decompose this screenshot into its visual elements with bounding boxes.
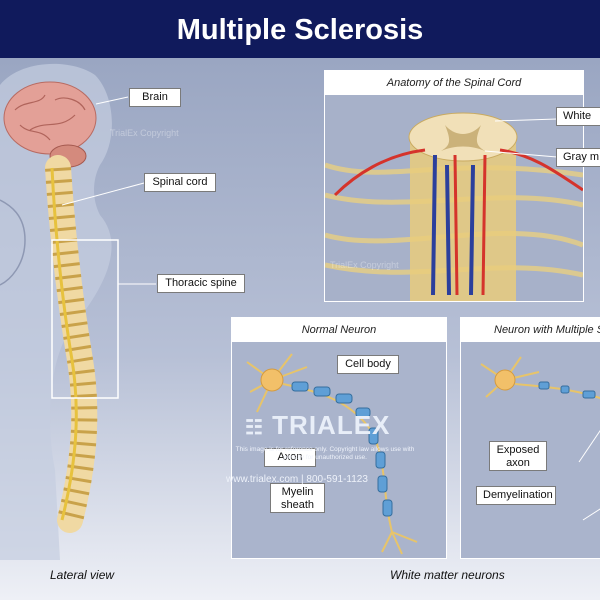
thoracic-spine-label: Thoracic spine (157, 274, 245, 293)
white-matter-label: White (556, 107, 600, 126)
page-title: Multiple Sclerosis (176, 14, 424, 46)
watermark-contact: www.trialex.com | 800-591-1123 (226, 474, 368, 485)
lateral-view-caption: Lateral view (50, 568, 115, 582)
brain-shape (3, 81, 97, 155)
myelin-segments (291, 381, 393, 517)
thoracic-highlight-box (51, 239, 119, 399)
back-outline (0, 199, 26, 286)
spinal-cord-label: Spinal cord (144, 173, 216, 192)
watermark-brand: TRIALEX (272, 410, 391, 440)
ms-neuron-panel: Neuron with Multiple S (460, 317, 600, 559)
ms-neuron-drawing (480, 356, 600, 521)
axon-label: Axon (264, 448, 316, 467)
body-silhouette (0, 63, 112, 561)
spinal-cord-panel-title: Anatomy of the Spinal Cord (325, 71, 583, 95)
trialex-logo: ☷ TRIALEX (245, 410, 390, 441)
brain-label: Brain (129, 88, 181, 107)
normal-neuron-drawing (246, 353, 418, 555)
exposed-axon-label: Exposed axon (489, 441, 547, 471)
gray-matter-label: Gray m (556, 148, 600, 167)
ms-cell-body-shape (494, 369, 516, 391)
columns-icon: ☷ (245, 417, 264, 439)
white-matter-neurons-caption: White matter neurons (390, 568, 505, 582)
vein-lines (431, 154, 475, 296)
ms-neuron-panel-title: Neuron with Multiple S (461, 318, 600, 342)
spinal-cord-cross-section (325, 95, 583, 301)
cell-body-shape (260, 368, 284, 392)
gray-matter-shape (441, 125, 485, 151)
spinal-cord-line (50, 167, 78, 521)
watermark-note: This image is for reference only. Copyri… (235, 446, 415, 461)
normal-neuron-panel-title: Normal Neuron (232, 318, 446, 342)
watermark-repeat: TrialEx Copyright (110, 128, 179, 138)
demyelination-label: Demyelination (476, 486, 556, 505)
artery-lines (333, 148, 583, 296)
watermark-repeat: TrialEx Copyright (330, 260, 399, 270)
spinal-cord-panel: Anatomy of the Spinal Cord (324, 70, 584, 302)
cell-body-label: Cell body (337, 355, 399, 374)
myelin-sheath-label: Myelin sheath (270, 483, 325, 513)
header-bar: Multiple Sclerosis (0, 0, 600, 58)
spinal-column (45, 155, 98, 533)
damaged-myelin-segments (538, 381, 596, 399)
